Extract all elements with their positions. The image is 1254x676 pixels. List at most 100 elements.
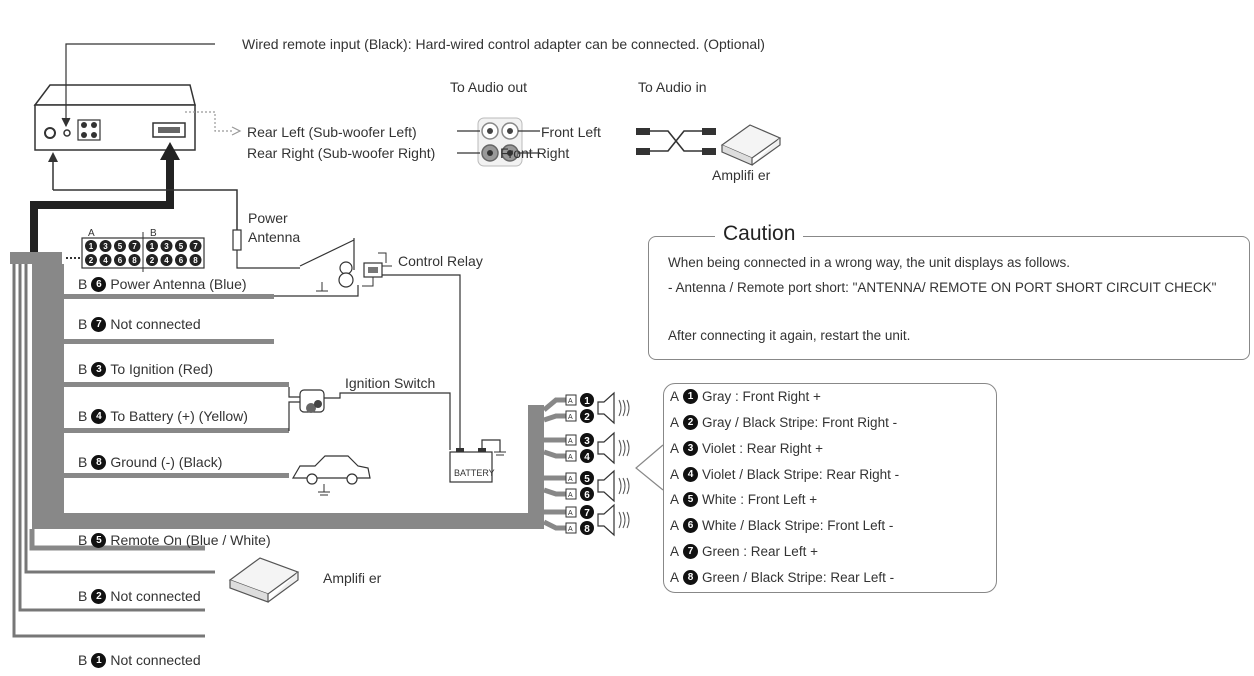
sound-wave-icon bbox=[626, 399, 630, 417]
speaker-cone-icon bbox=[597, 469, 615, 503]
connector-pin bbox=[128, 254, 141, 266]
remote-input-line bbox=[65, 43, 215, 126]
connector-pin bbox=[189, 240, 202, 252]
speaker-plug bbox=[565, 394, 577, 406]
speaker-number-badge bbox=[580, 449, 594, 463]
speaker-cone-icon bbox=[597, 431, 615, 465]
speaker-number-label: 6 bbox=[584, 490, 590, 501]
speaker-number-label: 2 bbox=[584, 412, 590, 423]
speaker-plug-a: A bbox=[568, 476, 573, 483]
connector-pin-label: 6 bbox=[118, 256, 123, 265]
connector-pin bbox=[146, 254, 158, 266]
speaker-number-badge bbox=[580, 487, 594, 501]
connector-pin bbox=[175, 240, 187, 252]
connector-pin bbox=[160, 240, 173, 252]
speaker-number-badge bbox=[580, 393, 594, 407]
connector-pin bbox=[99, 254, 112, 266]
speaker-plug bbox=[565, 434, 577, 446]
control-relay-label: Control Relay bbox=[398, 253, 483, 269]
sound-wave-icon bbox=[626, 477, 630, 495]
connector-pin bbox=[99, 240, 112, 252]
speaker-number-label: 8 bbox=[584, 524, 590, 535]
connector-pin-label: 1 bbox=[89, 242, 94, 251]
connector-pin-label: 8 bbox=[132, 256, 137, 265]
caution-line-3: After connecting it again, restart the u… bbox=[668, 328, 911, 343]
connector-pin-label: 4 bbox=[164, 256, 169, 265]
connector-pin bbox=[128, 240, 141, 252]
connector-pin bbox=[146, 240, 158, 252]
to-audio-out-label: To Audio out bbox=[450, 79, 527, 95]
caution-line-1: When being connected in a wrong way, the… bbox=[668, 255, 1070, 270]
connector-pin-label: 7 bbox=[132, 242, 137, 251]
harness bbox=[10, 252, 566, 638]
sound-wave-icon bbox=[622, 477, 626, 495]
connector-pin bbox=[160, 254, 173, 266]
remote-input-label: Wired remote input (Black): Hard-wired c… bbox=[242, 36, 765, 52]
sound-wave-icon bbox=[618, 439, 622, 457]
connector-pin bbox=[85, 240, 97, 252]
sound-wave-icon bbox=[626, 511, 630, 529]
speaker-number-label: 7 bbox=[584, 508, 590, 519]
power-antenna-relay bbox=[232, 229, 461, 450]
sound-wave-icon bbox=[622, 511, 626, 529]
caution-title: Caution bbox=[715, 222, 804, 246]
amplifier-bottom-icon bbox=[228, 557, 300, 603]
speaker-number-label: 3 bbox=[584, 436, 590, 447]
connector-pin bbox=[175, 254, 187, 266]
connector-label-b: B bbox=[150, 228, 157, 239]
sound-wave-icon bbox=[622, 399, 626, 417]
speaker-number-badge bbox=[580, 521, 594, 535]
caution-box bbox=[648, 236, 1250, 360]
speaker-legend-box bbox=[663, 383, 997, 593]
battery-label: BATTERY bbox=[454, 468, 495, 478]
front-right-label: Front Right bbox=[500, 145, 569, 161]
speaker-plug-a: A bbox=[568, 526, 573, 533]
connector-pin-label: 3 bbox=[164, 242, 169, 251]
speaker-plug-a: A bbox=[568, 414, 573, 421]
connector-pin-label: 3 bbox=[103, 242, 108, 251]
caution-line-2: - Antenna / Remote port short: "ANTENNA/… bbox=[668, 280, 1217, 295]
amplifier-top-label: Amplifi er bbox=[712, 167, 771, 183]
speaker-plug bbox=[565, 522, 577, 534]
speaker-cone-icon bbox=[597, 503, 615, 537]
connector-pin-label: 6 bbox=[179, 256, 184, 265]
speaker-number-badge bbox=[580, 433, 594, 447]
amplifier-bottom-label: Amplifi er bbox=[323, 570, 382, 586]
connector-pin-label: 2 bbox=[89, 256, 94, 265]
rear-right-label: Rear Right (Sub-woofer Right) bbox=[247, 145, 435, 161]
power-antenna-label-1: Power bbox=[248, 210, 288, 226]
connector-pin-label: 2 bbox=[150, 256, 155, 265]
speaker-plug bbox=[565, 472, 577, 484]
speaker-plug-a: A bbox=[568, 398, 573, 405]
speaker-number-badge bbox=[580, 471, 594, 485]
sound-wave-icon bbox=[618, 511, 622, 529]
ignition-switch-icon bbox=[288, 387, 451, 450]
speaker-plug-a: A bbox=[568, 510, 573, 517]
speaker-number-badge bbox=[580, 409, 594, 423]
rca-cable bbox=[636, 128, 716, 155]
speaker-plug-a: A bbox=[568, 454, 573, 461]
head-unit bbox=[33, 84, 196, 151]
connector-pin-label: 5 bbox=[179, 242, 184, 251]
connector-pin-label: 7 bbox=[193, 242, 198, 251]
connector-label-a: A bbox=[88, 228, 95, 239]
connector-pin bbox=[114, 240, 126, 252]
speaker-cone-icon bbox=[597, 391, 615, 425]
ignition-switch-label: Ignition Switch bbox=[345, 375, 435, 391]
